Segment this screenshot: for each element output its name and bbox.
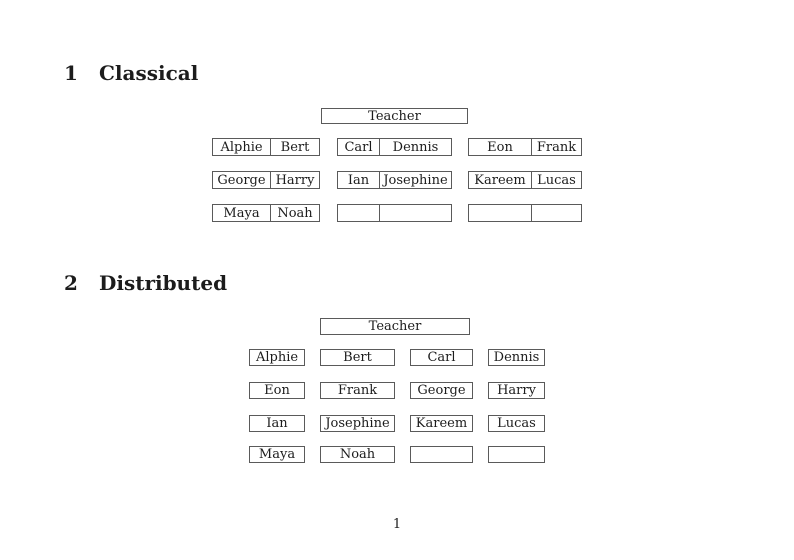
seat-box: Lucas <box>488 415 545 432</box>
distributed-row-3: Ian Josephine Kareem Lucas <box>249 415 545 432</box>
seat-cell: Ian <box>347 172 370 188</box>
seat-cell: Lucas <box>531 172 581 188</box>
section-heading-distributed: 2 Distributed <box>64 271 227 295</box>
seat-box <box>488 446 545 463</box>
seat-cell <box>531 205 581 221</box>
teacher-box-distributed: Teacher <box>320 318 470 335</box>
seat-box: Noah <box>320 446 395 463</box>
seat-box: Frank <box>320 382 395 399</box>
seat-box: Carl <box>410 349 473 366</box>
classical-desk-column-3: Eon Frank Kareem Lucas <box>468 138 582 222</box>
desk-box: Ian Josephine <box>337 171 452 189</box>
seat-cell: George <box>217 172 266 188</box>
distributed-row-1: Alphie Bert Carl Dennis <box>249 349 545 366</box>
seat-box: Maya <box>249 446 305 463</box>
section-heading-classical: 1 Classical <box>64 61 198 85</box>
seat-box: George <box>410 382 473 399</box>
seat-box: Bert <box>320 349 395 366</box>
section-number: 1 <box>64 61 78 85</box>
seat-box: Dennis <box>488 349 545 366</box>
section-title: Classical <box>99 61 199 85</box>
seat-cell: Carl <box>344 139 373 155</box>
teacher-box-classical: Teacher <box>321 108 468 124</box>
seat-cell: Dennis <box>379 139 451 155</box>
desk-box: George Harry <box>212 171 320 189</box>
seat-box: Josephine <box>320 415 395 432</box>
desk-box <box>337 204 452 222</box>
seat-cell: Harry <box>270 172 319 188</box>
seat-cell: Bert <box>270 139 319 155</box>
desk-box: Maya Noah <box>212 204 320 222</box>
classical-desk-column-2: Carl Dennis Ian Josephine <box>337 138 452 222</box>
seat-box: Kareem <box>410 415 473 432</box>
seat-cell: Frank <box>531 139 581 155</box>
section-title: Distributed <box>99 271 228 295</box>
section-number: 2 <box>64 271 78 295</box>
seat-cell: Maya <box>223 205 260 221</box>
seat-cell <box>379 205 451 221</box>
seat-box: Ian <box>249 415 305 432</box>
classical-desk-column-1: Alphie Bert George Harry Maya Noah <box>212 138 320 222</box>
seat-box: Alphie <box>249 349 305 366</box>
distributed-row-4: Maya Noah <box>249 446 545 463</box>
seat-cell: Alphie <box>220 139 263 155</box>
desk-box: Eon Frank <box>468 138 582 156</box>
desk-box: Carl Dennis <box>337 138 452 156</box>
seat-cell <box>469 205 531 221</box>
seat-cell: Kareem <box>474 172 526 188</box>
seat-cell: Eon <box>487 139 513 155</box>
desk-box <box>468 204 582 222</box>
distributed-row-2: Eon Frank George Harry <box>249 382 545 399</box>
seat-box: Eon <box>249 382 305 399</box>
seat-box <box>410 446 473 463</box>
desk-box: Alphie Bert <box>212 138 320 156</box>
seat-box: Harry <box>488 382 545 399</box>
desk-box: Kareem Lucas <box>468 171 582 189</box>
page-number: 1 <box>392 517 402 532</box>
seat-cell: Josephine <box>379 172 451 188</box>
seat-cell: Noah <box>270 205 319 221</box>
seat-cell <box>338 205 379 221</box>
